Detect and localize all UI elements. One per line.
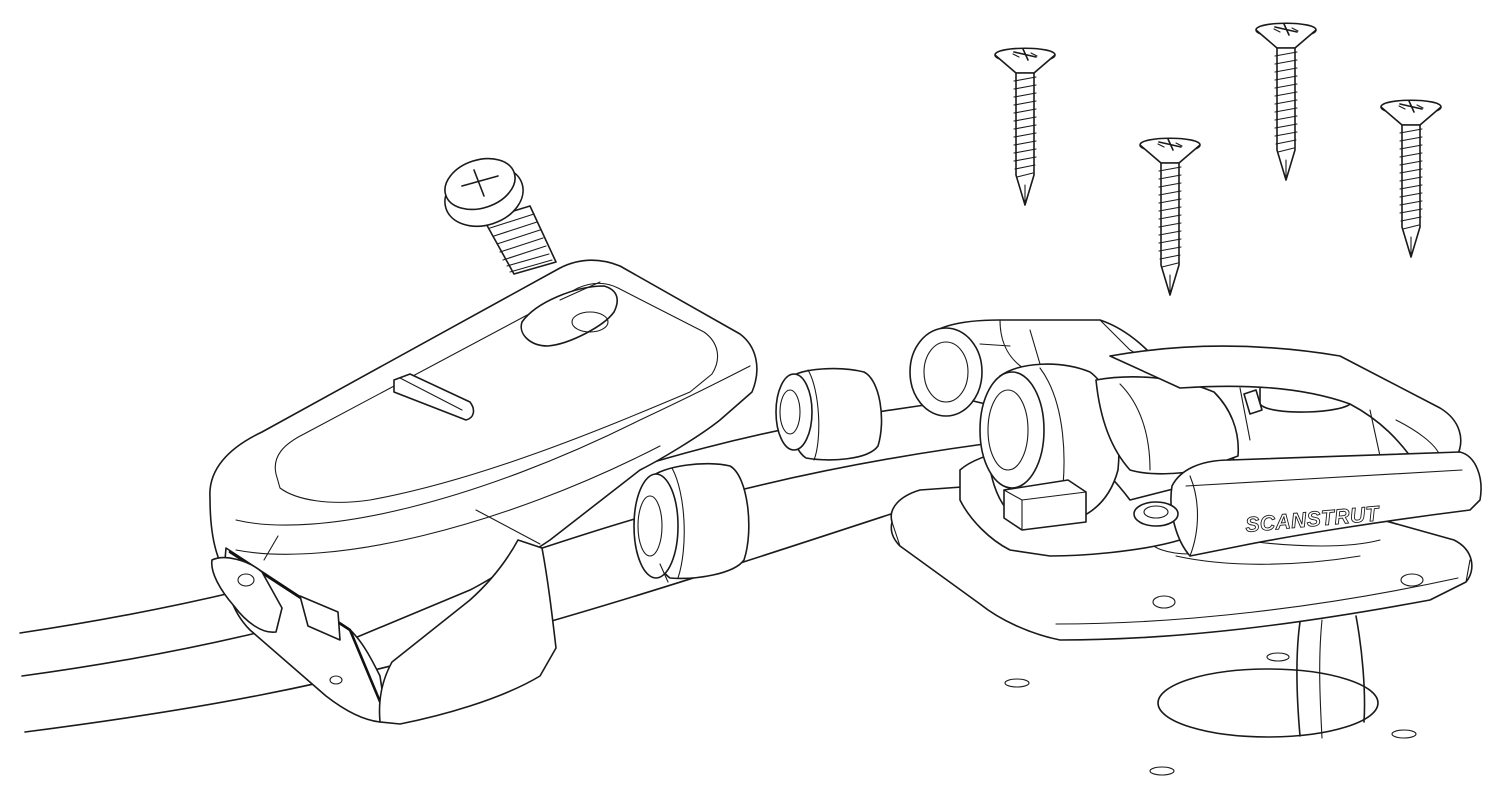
wood-screws [994, 22, 1442, 296]
wood-screw [994, 47, 1056, 206]
wood-screw [1255, 22, 1317, 181]
pan-head-screw [444, 157, 557, 275]
cable-grommets [633, 367, 883, 583]
wood-screw [1380, 99, 1442, 258]
wood-screw [1139, 137, 1201, 296]
cable-clamp-cover [209, 259, 758, 725]
surface-holes [1004, 615, 1417, 776]
cable-seal-housing: SCANSTRUT [890, 319, 1482, 641]
